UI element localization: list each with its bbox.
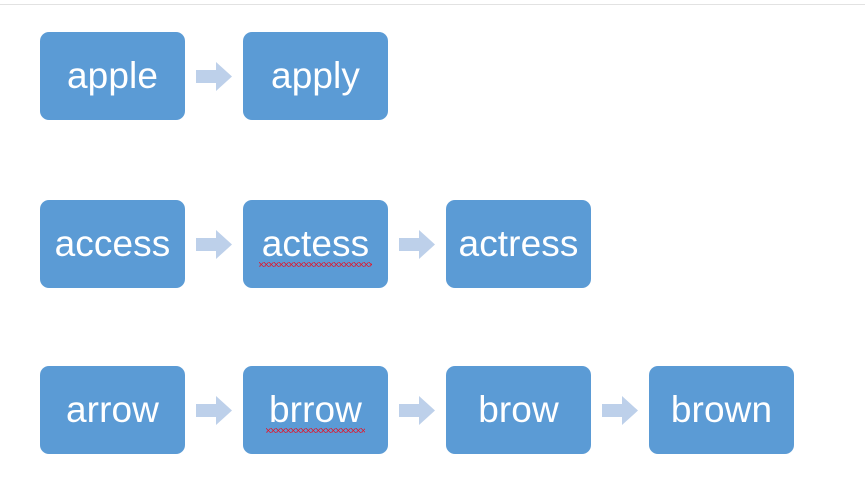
arrow-right-icon: [388, 200, 446, 288]
arrow-right-icon: [185, 366, 243, 454]
top-divider: [0, 4, 865, 5]
word-box-arrow[interactable]: arrow: [40, 366, 185, 454]
word-label: apple: [66, 54, 159, 96]
flow-row-arrow-chain: arrow brrow brow brown: [40, 366, 794, 454]
word-label: actress: [458, 222, 579, 264]
word-box-actress[interactable]: actress: [446, 200, 591, 288]
word-label: apply: [271, 54, 360, 96]
word-label: brrow: [265, 388, 366, 433]
arrow-right-icon: [591, 366, 649, 454]
word-box-brrow[interactable]: brrow: [243, 366, 388, 454]
flow-row-access-chain: access actess actress: [40, 200, 591, 288]
word-label: brown: [670, 388, 773, 430]
word-box-apply[interactable]: apply: [243, 32, 388, 120]
arrow-right-icon: [185, 200, 243, 288]
flow-row-apple-chain: apple apply: [40, 32, 388, 120]
word-label: actess: [258, 222, 372, 267]
word-box-brow[interactable]: brow: [446, 366, 591, 454]
arrow-right-icon: [185, 32, 243, 120]
word-box-apple[interactable]: apple: [40, 32, 185, 120]
word-box-actess[interactable]: actess: [243, 200, 388, 288]
arrow-right-icon: [388, 366, 446, 454]
word-label: brow: [478, 388, 559, 430]
word-label: arrow: [65, 388, 160, 430]
word-label: access: [54, 222, 171, 264]
word-box-access[interactable]: access: [40, 200, 185, 288]
word-box-brown[interactable]: brown: [649, 366, 794, 454]
